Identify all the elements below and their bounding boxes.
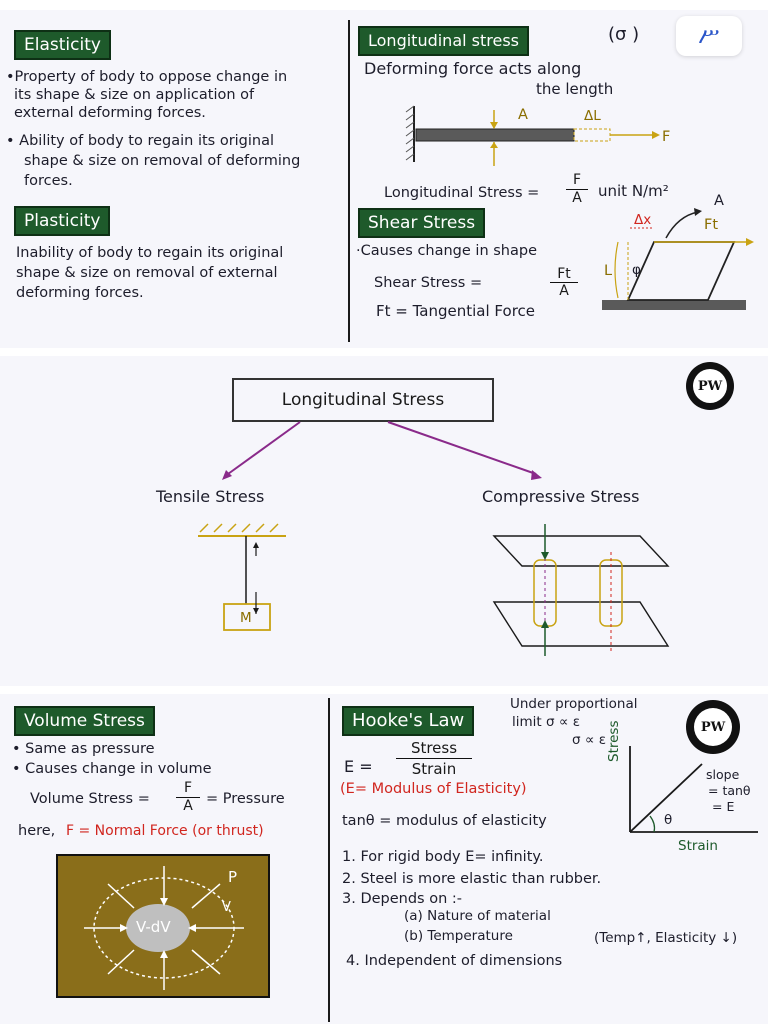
plasticity-header: Plasticity — [14, 206, 111, 236]
hookes-law-header: Hooke's Law — [342, 706, 475, 736]
column-divider — [328, 698, 330, 1022]
v-minus-dv-label: V-dV — [136, 918, 171, 936]
shear-header: Shear Stress — [358, 208, 486, 238]
mass-label: M — [240, 610, 252, 626]
slope-label: = tanθ — [708, 783, 751, 798]
volume-fraction: F A — [176, 780, 200, 815]
theta-label: θ — [664, 812, 673, 828]
plasticity-line: Inability of body to regain its original — [16, 245, 284, 261]
shear-diagram — [602, 208, 754, 310]
phi-label: φ — [632, 262, 641, 278]
elasticity-line: •Property of body to oppose change in — [6, 69, 288, 85]
area-label: A — [518, 107, 528, 123]
rod-diagram — [405, 105, 660, 166]
hooke-item: 4. Independent of dimensions — [346, 953, 563, 969]
ft-label: Ft — [704, 217, 719, 233]
pressure-p-label: P — [228, 868, 238, 886]
stress-strain-graph — [629, 746, 758, 833]
delta-x-label: Δx — [634, 212, 652, 228]
compression-sphere-diagram — [84, 866, 244, 990]
column-divider — [348, 20, 350, 342]
modulus-definition: (E= Modulus of Elasticity) — [340, 781, 527, 797]
longitudinal-stress-title: Longitudinal Stress — [232, 378, 494, 422]
fraction-numerator: Stress — [396, 738, 472, 759]
hooke-item: 2. Steel is more elastic than rubber. — [342, 871, 602, 887]
plasticity-line: shape & size on removal of external — [16, 265, 278, 281]
hooke-fraction: Stress Strain — [396, 738, 472, 779]
longitudinal-header: Longitudinal stress — [358, 26, 530, 56]
elasticity-line: external deforming forces. — [14, 105, 206, 121]
elasticity-line: shape & size on removal of deforming — [24, 153, 301, 169]
stress-axis-label: Stress — [606, 720, 622, 763]
stress-types-diagram — [198, 421, 670, 656]
bottom-panel: Volume Stress • Same as pressure • Cause… — [0, 694, 768, 1024]
edit-badge-glyph: ሥ — [698, 23, 720, 49]
pw-logo-text: PW — [693, 369, 727, 403]
volume-stress-header: Volume Stress — [14, 706, 155, 736]
shear-area-label: A — [714, 193, 724, 209]
hooke-subitem: (a) Nature of material — [404, 908, 551, 924]
e-equals: E = — [344, 757, 373, 776]
volume-stress-image: V-dV P V — [56, 854, 270, 998]
longitudinal-desc: the length — [536, 80, 614, 98]
top-panel: Elasticity •Property of body to oppose c… — [0, 10, 768, 348]
normal-force-def: F = Normal Force (or thrust) — [66, 823, 264, 839]
volume-formula: Volume Stress = — [30, 791, 150, 807]
unit-label: unit N/m² — [598, 182, 669, 200]
shear-formula: Shear Stress = — [374, 275, 483, 291]
fraction-denominator: A — [559, 283, 569, 299]
longitudinal-formula: Longitudinal Stress = — [384, 185, 540, 201]
pw-logo-text: PW — [694, 708, 732, 746]
middle-panel: Longitudinal Stress Tensile Stress Compr… — [0, 356, 768, 686]
elasticity-line: forces. — [24, 173, 73, 189]
length-label: L — [604, 263, 613, 279]
fraction-denominator: A — [572, 190, 582, 206]
tan-theta-line: tanθ = modulus of elasticity — [342, 813, 547, 829]
elasticity-header: Elasticity — [14, 30, 111, 60]
shear-line: ·Causes change in shape — [356, 243, 538, 259]
hooke-item: 3. Depends on :- — [342, 891, 463, 907]
longitudinal-fraction: F A — [566, 172, 588, 207]
here-label: here, — [18, 823, 56, 839]
proportional-limit-note: Under proportional — [510, 696, 638, 712]
compressive-stress-label: Compressive Stress — [482, 487, 640, 506]
pw-logo-icon: PW — [686, 362, 734, 410]
edit-badge-icon[interactable]: ሥ — [676, 16, 742, 56]
fraction-numerator: F — [176, 780, 200, 798]
delta-l-label: ΔL — [584, 108, 601, 124]
force-label: F — [662, 129, 671, 145]
hooke-subitem: (b) Temperature — [404, 928, 513, 944]
volume-v-label: V — [222, 900, 231, 915]
tangential-force-def: Ft = Tangential Force — [376, 302, 536, 320]
volume-point: • Causes change in volume — [12, 761, 212, 777]
sigma-symbol: (σ ) — [608, 24, 640, 45]
plasticity-line: deforming forces. — [16, 285, 144, 301]
slope-label: slope — [706, 767, 740, 782]
temperature-note: (Temp↑, Elasticity ↓) — [594, 930, 738, 946]
volume-point: • Same as pressure — [12, 741, 155, 757]
longitudinal-desc: Deforming force acts along — [364, 59, 582, 78]
fraction-denominator: A — [183, 798, 193, 814]
slope-label: = E — [712, 799, 735, 814]
shear-fraction: Ft A — [550, 266, 578, 299]
tensile-stress-label: Tensile Stress — [156, 487, 265, 506]
elasticity-line: its shape & size on application of — [14, 87, 255, 103]
hooke-item: 1. For rigid body E= infinity. — [342, 849, 544, 865]
proportional-limit-note: limit σ ∝ ε — [512, 714, 581, 730]
elasticity-line: • Ability of body to regain its original — [6, 133, 275, 149]
fraction-denominator: Strain — [411, 760, 457, 778]
pressure-label: = Pressure — [206, 791, 285, 807]
strain-axis-label: Strain — [678, 838, 718, 854]
fraction-numerator: Ft — [550, 266, 578, 283]
proportional-limit-note: σ ∝ ε — [572, 732, 607, 748]
pw-logo-icon: PW — [686, 700, 740, 754]
fraction-numerator: F — [566, 172, 588, 190]
